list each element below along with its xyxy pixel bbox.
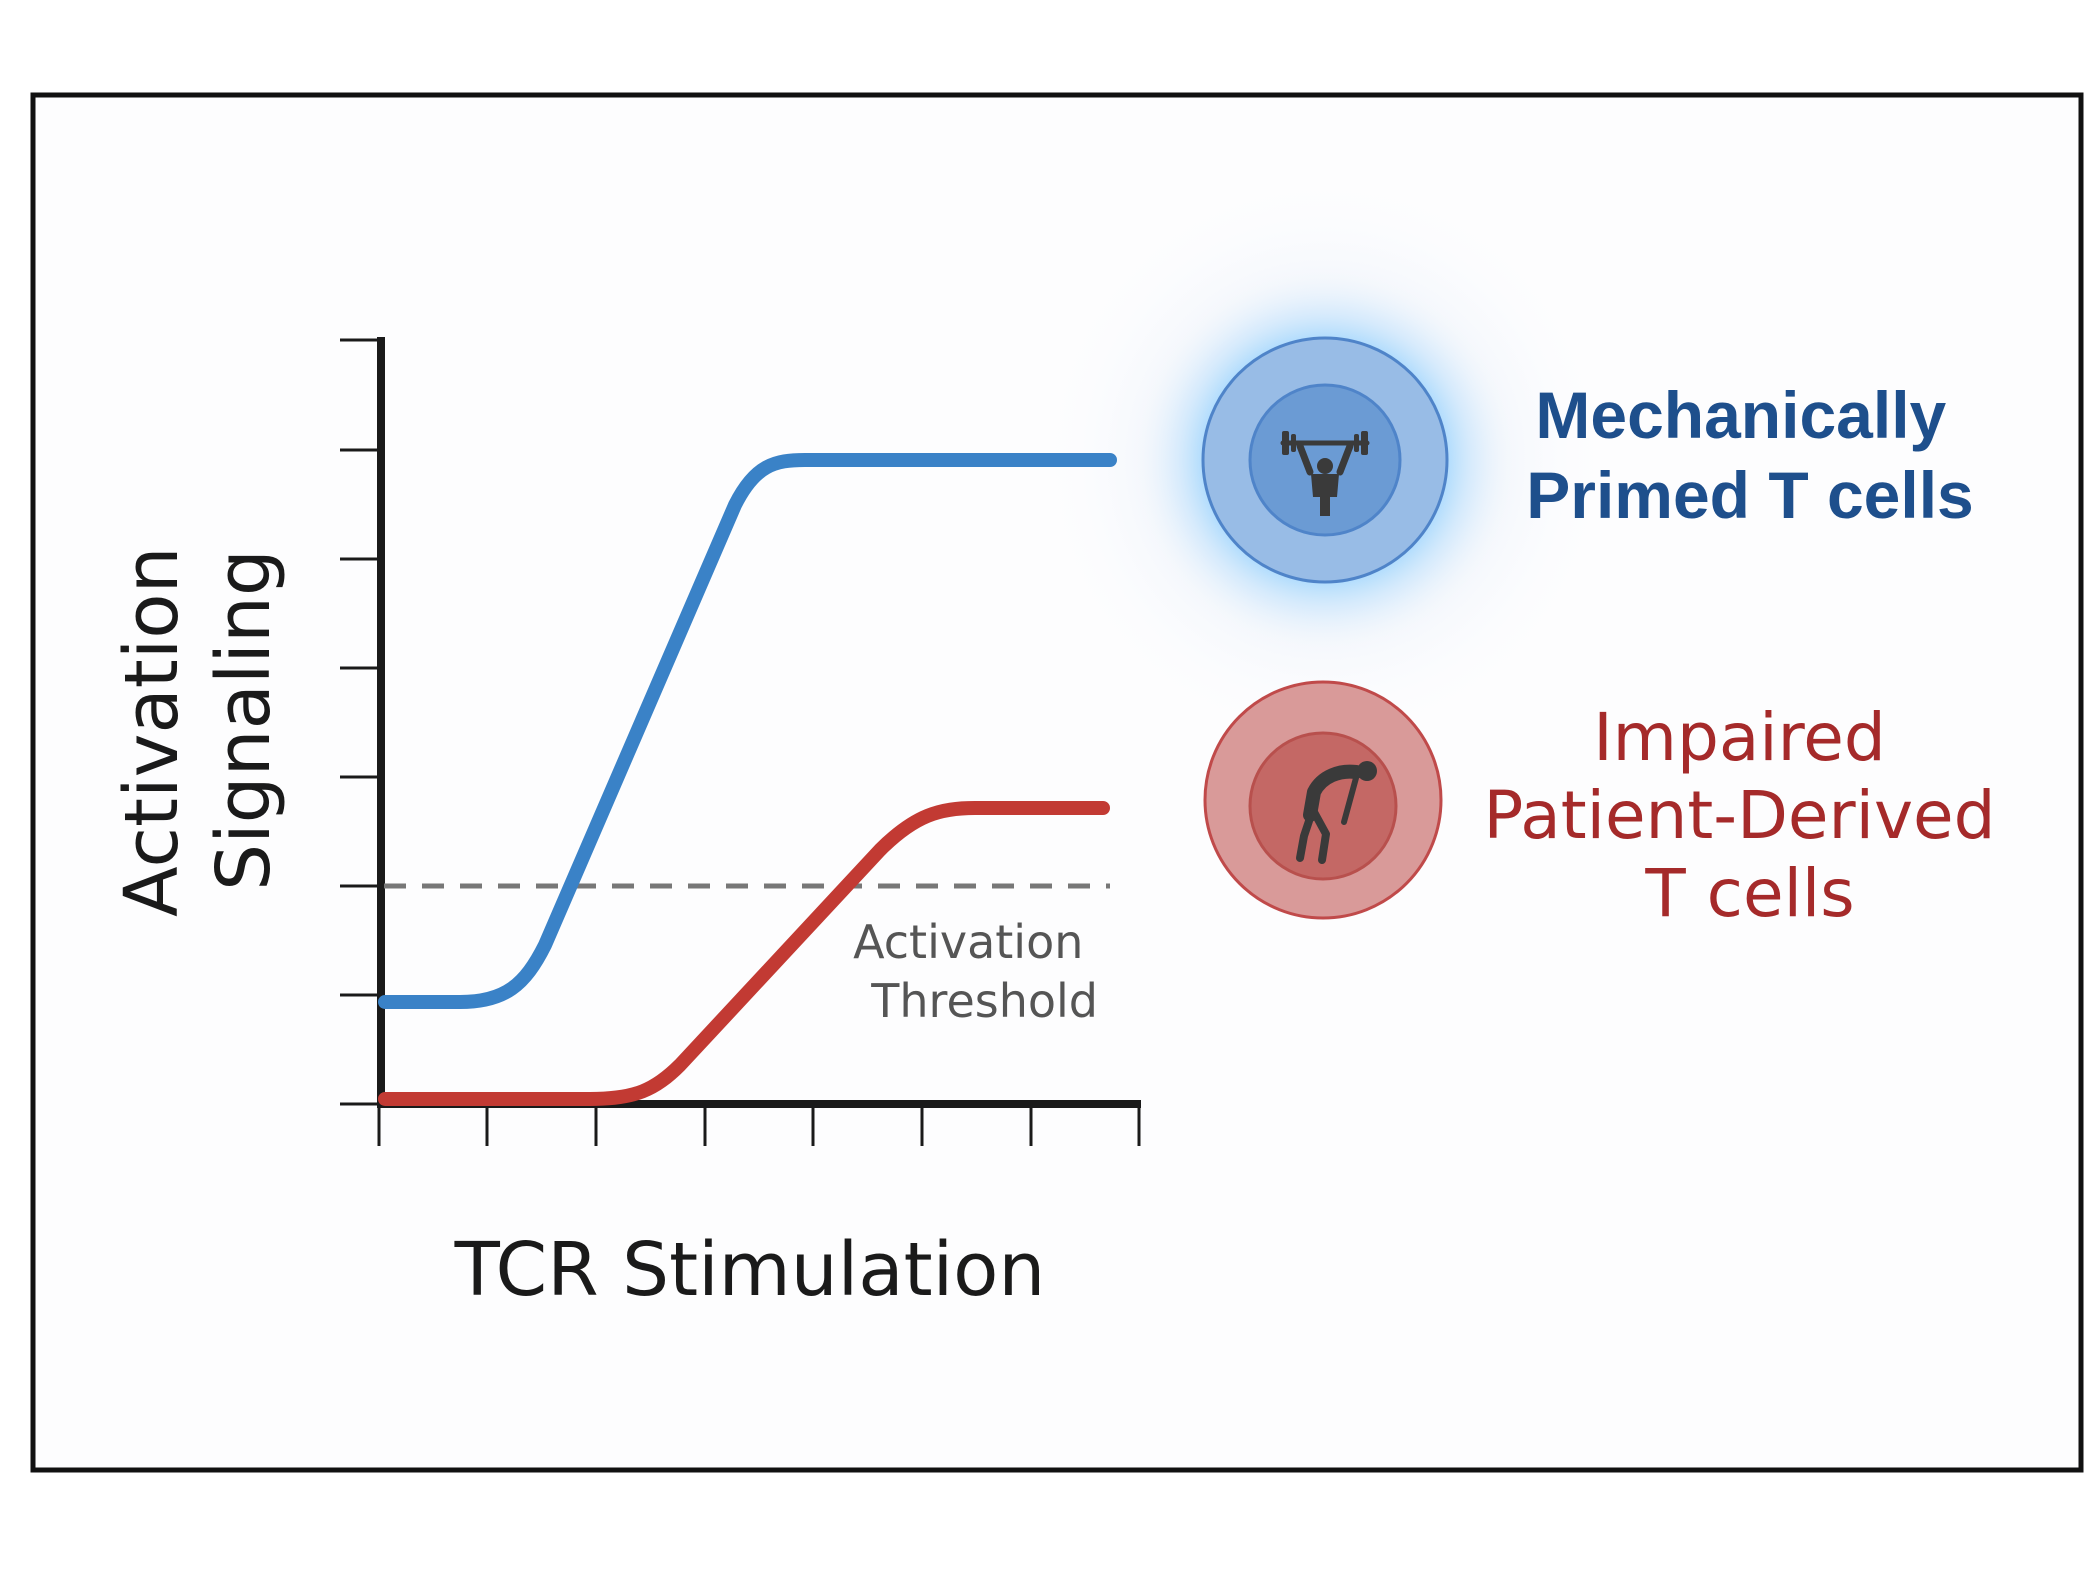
primed-label: Mechanically Primed T cells	[1526, 378, 1974, 532]
impaired-curve	[378, 801, 1110, 1106]
threshold-label: Activation Threshold	[853, 915, 1098, 1028]
impaired-label-line-1: Impaired	[1593, 699, 1886, 776]
y-axis-label: Activation Signaling	[109, 523, 287, 917]
threshold-label-line-1: Activation	[853, 915, 1083, 969]
threshold-label-line-2: Threshold	[870, 974, 1098, 1028]
y-axis-ticks	[340, 338, 378, 1106]
x-axis-ticks	[377, 1108, 1141, 1146]
weightlifter-icon	[1280, 431, 1370, 516]
impaired-label-line-2: Patient-Derived	[1483, 777, 1995, 854]
impaired-cell	[1203, 680, 1443, 920]
y-axis-label-line-1: Activation	[109, 547, 195, 917]
y-axis-label-line-2: Signaling	[201, 549, 287, 891]
figure-frame	[30, 92, 2084, 1473]
tired-person-icon	[1296, 761, 1377, 864]
primed-label-line-1: Mechanically	[1535, 378, 1946, 452]
primed-cell	[1130, 265, 1520, 655]
primed-label-line-2: Primed T cells	[1526, 458, 1974, 532]
impaired-label: Impaired Patient-Derived T cells	[1483, 699, 2016, 932]
impaired-label-line-3: T cells	[1644, 855, 1854, 932]
primed-curve	[378, 453, 1117, 1009]
x-axis-label: TCR Stimulation	[454, 1227, 1046, 1313]
